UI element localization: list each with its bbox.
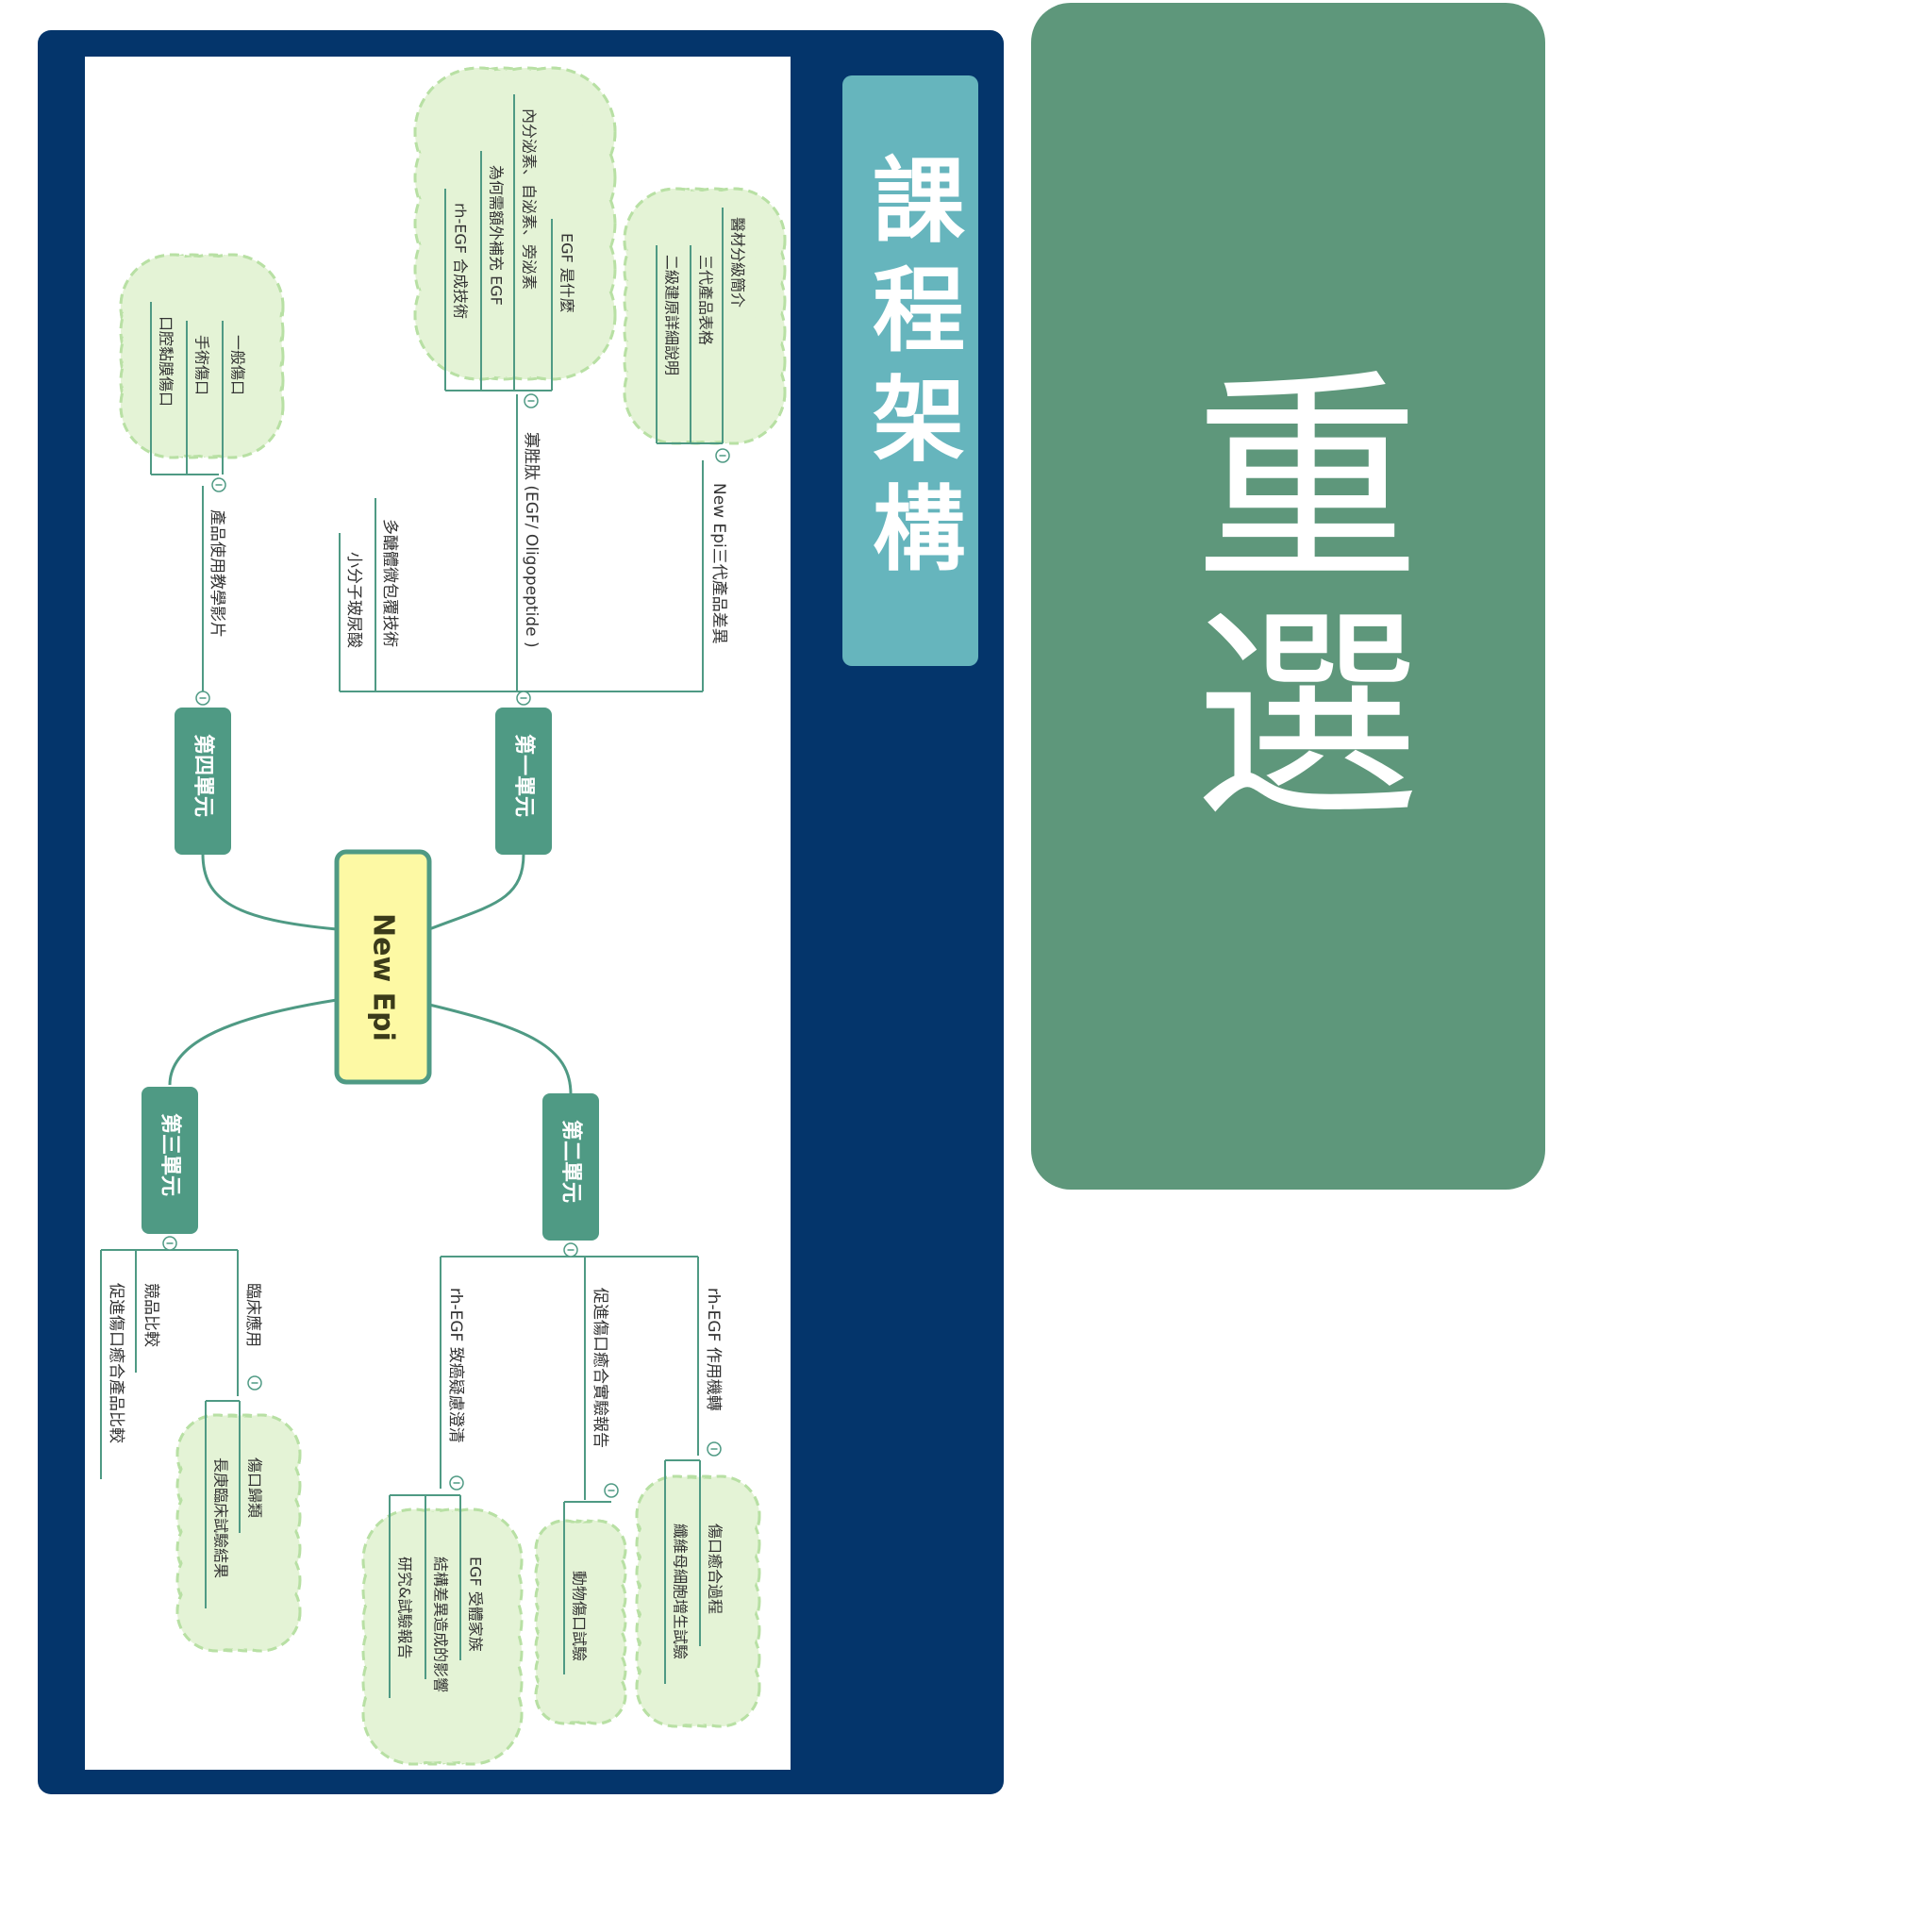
u2-topic-2: rh-EGF 致癌疑慮澄清 (446, 1288, 465, 1443)
u1t1-detail-2: 為何需額外補充 EGF (488, 165, 506, 306)
u4t0-cloud (119, 253, 285, 459)
u2t2-detail-1: 結構差異造成的影響 (432, 1557, 450, 1692)
u2t2-detail-2: 研究&試驗報告 (396, 1557, 414, 1658)
branch-lines (100, 94, 724, 1698)
node-layer: New Epi 第一單元 New Epi三代產品差異 寡胜肽 (EGF/ Oligop… (107, 108, 747, 1692)
u3-topic-2: 促進傷口癒合產品比較 (107, 1283, 125, 1443)
unit-2-label: 第二單元 (559, 1120, 584, 1203)
u2-topic-0: rh-EGF 作用機轉 (704, 1288, 723, 1411)
u4t0-detail-1: 手術傷口 (193, 335, 211, 395)
u2t0-detail-1: 纖維母細胞增生試驗 (672, 1524, 690, 1659)
u1t0-detail-2: 二級建原詳細說明 (663, 255, 681, 375)
center-node-box (334, 849, 432, 1085)
u1-topic-1: 寡胜肽 (EGF/ Oligopeptide ) (522, 432, 541, 648)
unit-4-label: 第四單元 (192, 734, 216, 817)
curve-unit-3 (168, 998, 338, 1086)
page-title: 課程架構 (857, 152, 964, 590)
u1-topic-2: 多醣體微包覆技術 (380, 519, 399, 647)
u2t2-detail-0: EGF 受體家族 (467, 1557, 485, 1652)
u1t1-detail-3: rh-EGF 合成技術 (452, 203, 470, 319)
unit-2-box (542, 1093, 599, 1241)
u2t1-detail-0: 動物傷口試驗 (571, 1571, 589, 1661)
u4t0-detail-2: 口腔黏膜傷口 (158, 316, 175, 407)
curve-unit-1 (428, 853, 525, 931)
u1-topic-3: 小分子玻尿酸 (344, 552, 363, 648)
u1-topic-0: New Epi三代產品差異 (709, 483, 728, 644)
u4t0-detail-0: 一般傷口 (229, 335, 247, 395)
u3-topic-0: 臨床應用 (243, 1283, 263, 1347)
unit-3-box (142, 1087, 198, 1234)
u1t0-detail-1: 三代產品表格 (697, 255, 715, 345)
unit-1-label: 第一單元 (512, 734, 537, 817)
cloud-core (659, 1499, 737, 1704)
unit-1-box (495, 708, 552, 855)
cloud-core (152, 286, 252, 426)
u2t0-cloud (635, 1474, 761, 1728)
u2t0-detail-0: 傷口癒合過程 (707, 1524, 724, 1614)
u3t0-detail-0: 傷口歸類 (246, 1457, 264, 1518)
u1t1-detail-0: EGF 是什麼 (558, 233, 576, 313)
u2-topic-1: 促進傷口癒合實驗報告 (591, 1288, 609, 1448)
title-box: 課程架構 (842, 75, 978, 666)
cloud-core (553, 1538, 608, 1707)
center-node-label: New Epi (367, 913, 400, 1041)
highlight-panel: 重選 (1031, 3, 1545, 1190)
unit-4-box (175, 708, 231, 855)
u1t0-detail-0: 醫材分級簡介 (729, 217, 747, 308)
u2t2-cloud (361, 1507, 524, 1766)
cloud-core (393, 1540, 491, 1734)
unit-3-label: 第三單元 (158, 1113, 183, 1196)
u3-topic-1: 競品比較 (142, 1283, 160, 1347)
u1t1-detail-1: 內分泌素、自泌素、旁泌素 (521, 108, 539, 290)
u1t0-cloud (623, 187, 787, 445)
u4-topic-0: 產品使用教學影片 (208, 509, 227, 638)
curve-unit-2 (428, 1003, 573, 1095)
curve-unit-4 (201, 853, 338, 931)
u3t0-detail-1: 長庚臨床試驗結果 (212, 1457, 230, 1578)
cloud-core (655, 219, 755, 413)
highlight-text: 重選 (1156, 360, 1420, 832)
u3t0-cloud (175, 1413, 302, 1653)
